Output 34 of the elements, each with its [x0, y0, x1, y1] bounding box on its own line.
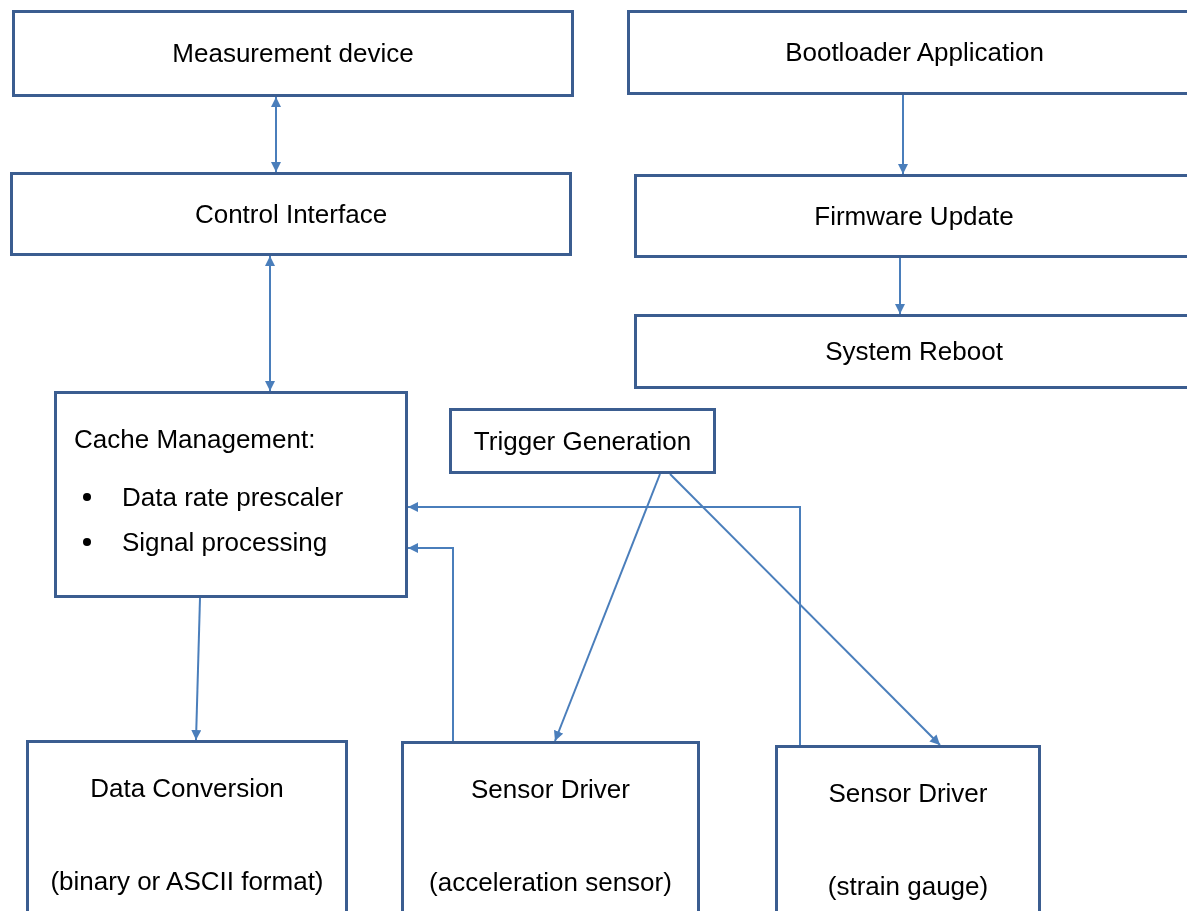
arrow	[554, 473, 661, 742]
process-box	[54, 391, 408, 598]
box-subtitle: (strain gauge)	[827, 871, 989, 902]
arrow	[407, 502, 801, 746]
arrow	[407, 543, 454, 742]
arrow	[669, 473, 941, 746]
box-label: Sensor Driver	[471, 774, 630, 805]
bullet-item: Signal processing	[122, 527, 328, 557]
process-box	[634, 314, 1187, 389]
arrow	[271, 96, 281, 173]
process-box	[775, 745, 1041, 911]
process-box	[627, 10, 1187, 95]
process-box	[12, 10, 574, 97]
arrow	[265, 255, 275, 392]
process-box	[10, 172, 572, 256]
process-box	[449, 408, 716, 474]
process-box	[634, 174, 1187, 258]
box-label: Control Interface	[194, 198, 388, 230]
box-subtitle: (acceleration sensor)	[429, 867, 672, 898]
box-label: Firmware Update	[814, 200, 1014, 232]
process-box	[26, 740, 348, 911]
bullet-item: Data rate prescaler	[122, 482, 344, 512]
arrow	[191, 597, 202, 741]
box-subtitle: (binary or ASCII format)	[50, 866, 324, 897]
arrow	[898, 94, 908, 175]
box-label: Bootloader Application	[785, 37, 1044, 68]
box-label: Measurement device	[172, 38, 414, 69]
arrow	[895, 257, 905, 315]
process-box	[401, 741, 700, 911]
box-heading: Cache Management:	[74, 424, 316, 455]
box-label: Data Conversion	[90, 773, 284, 804]
box-label: System Reboot	[825, 336, 1003, 367]
box-label: Sensor Driver	[828, 778, 988, 809]
box-label: Trigger Generation	[473, 425, 692, 457]
